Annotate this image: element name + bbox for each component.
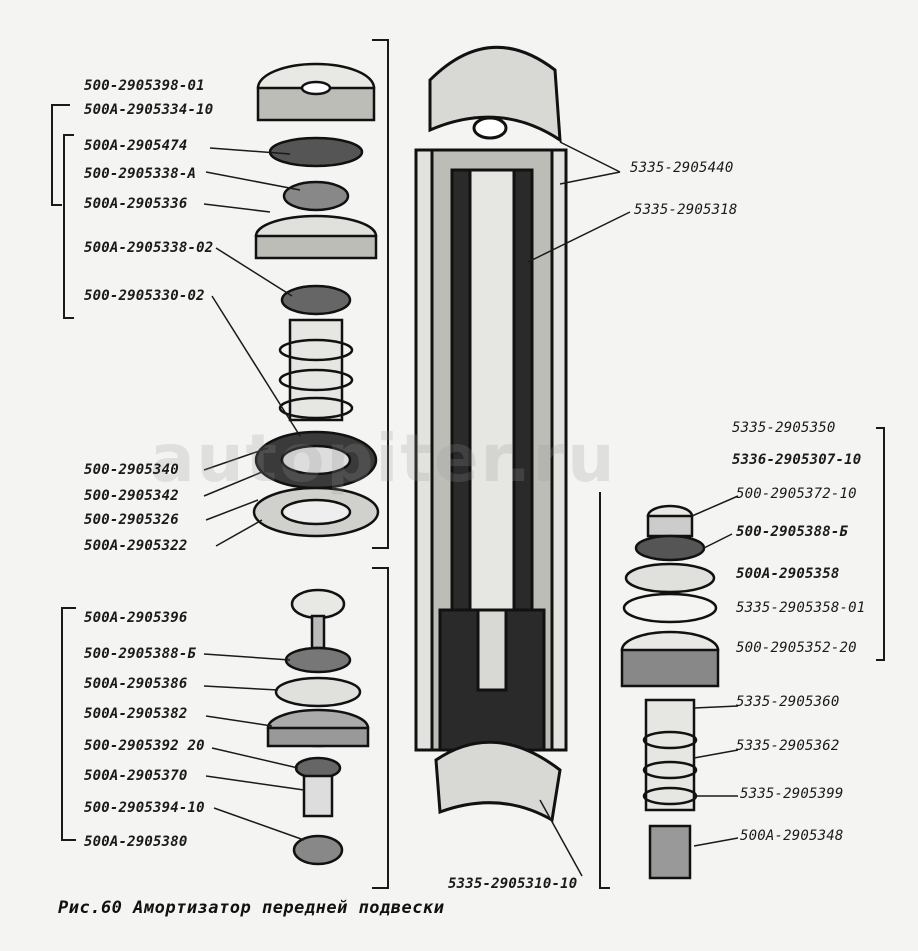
top-left-parts [252, 62, 380, 538]
part-label: 5335-2905318 [634, 202, 738, 218]
part-label: 5335-2905362 [736, 738, 840, 754]
part-label: 500-2905342 [84, 488, 179, 504]
part-label: 500А-2905474 [84, 138, 188, 154]
part-label: 500А-2905322 [84, 538, 188, 554]
part-label: 500А-2905380 [84, 834, 188, 850]
part-label: 500-2905388-Б [736, 524, 849, 540]
part-label: 500-2905330-02 [84, 288, 205, 304]
part-label: 500-2905394-10 [84, 800, 205, 816]
right-parts [620, 504, 720, 880]
part-label: 500А-2905358 [736, 566, 840, 582]
part-label: 5335-2905350 [732, 420, 836, 436]
part-label: 500А-2905396 [84, 610, 188, 626]
part-label: 500А-2905336 [84, 196, 188, 212]
part-label: 500А-2905370 [84, 768, 188, 784]
part-label: 5335-2905310-10 [448, 876, 578, 892]
part-label: 500А-2905382 [84, 706, 188, 722]
part-label: 500А-2905334-10 [84, 102, 214, 118]
part-label: 500А-2905338-02 [84, 240, 214, 256]
part-label: 500-2905398-01 [84, 78, 205, 94]
bracket-left-3 [61, 607, 76, 841]
part-label: 5335-2905358-01 [736, 600, 866, 616]
part-label: 500-2905392 20 [84, 738, 205, 754]
part-label: 500-2905352-20 [736, 640, 857, 656]
bracket-left-1 [51, 104, 70, 206]
part-label: 500-2905388-Б [84, 646, 197, 662]
bracket-bottom-group [372, 567, 389, 889]
bracket-right [876, 427, 885, 661]
part-label: 500-2905340 [84, 462, 179, 478]
part-label: 5335-2905360 [736, 694, 840, 710]
figure-caption: Рис.60 Амортизатор передней подвески [58, 898, 445, 918]
part-label: 500А-2905348 [740, 828, 844, 844]
leader-lines [203, 141, 739, 877]
part-label: 5336-2905307-10 [732, 452, 862, 468]
part-label: 500-2905338-А [84, 166, 197, 182]
part-label: 500А-2905386 [84, 676, 188, 692]
watermark-text: autopiter.ru [150, 420, 617, 497]
part-label: 5335-2905399 [740, 786, 844, 802]
part-label: 500-2905326 [84, 512, 179, 528]
bracket-left-2 [63, 134, 74, 319]
part-label: 5335-2905440 [630, 160, 734, 176]
bottom-left-parts [266, 588, 370, 866]
bracket-top-group [372, 39, 389, 549]
part-label: 500-2905372-10 [736, 486, 857, 502]
shock-absorber-body [414, 45, 568, 823]
bracket-right-stem [599, 492, 610, 889]
